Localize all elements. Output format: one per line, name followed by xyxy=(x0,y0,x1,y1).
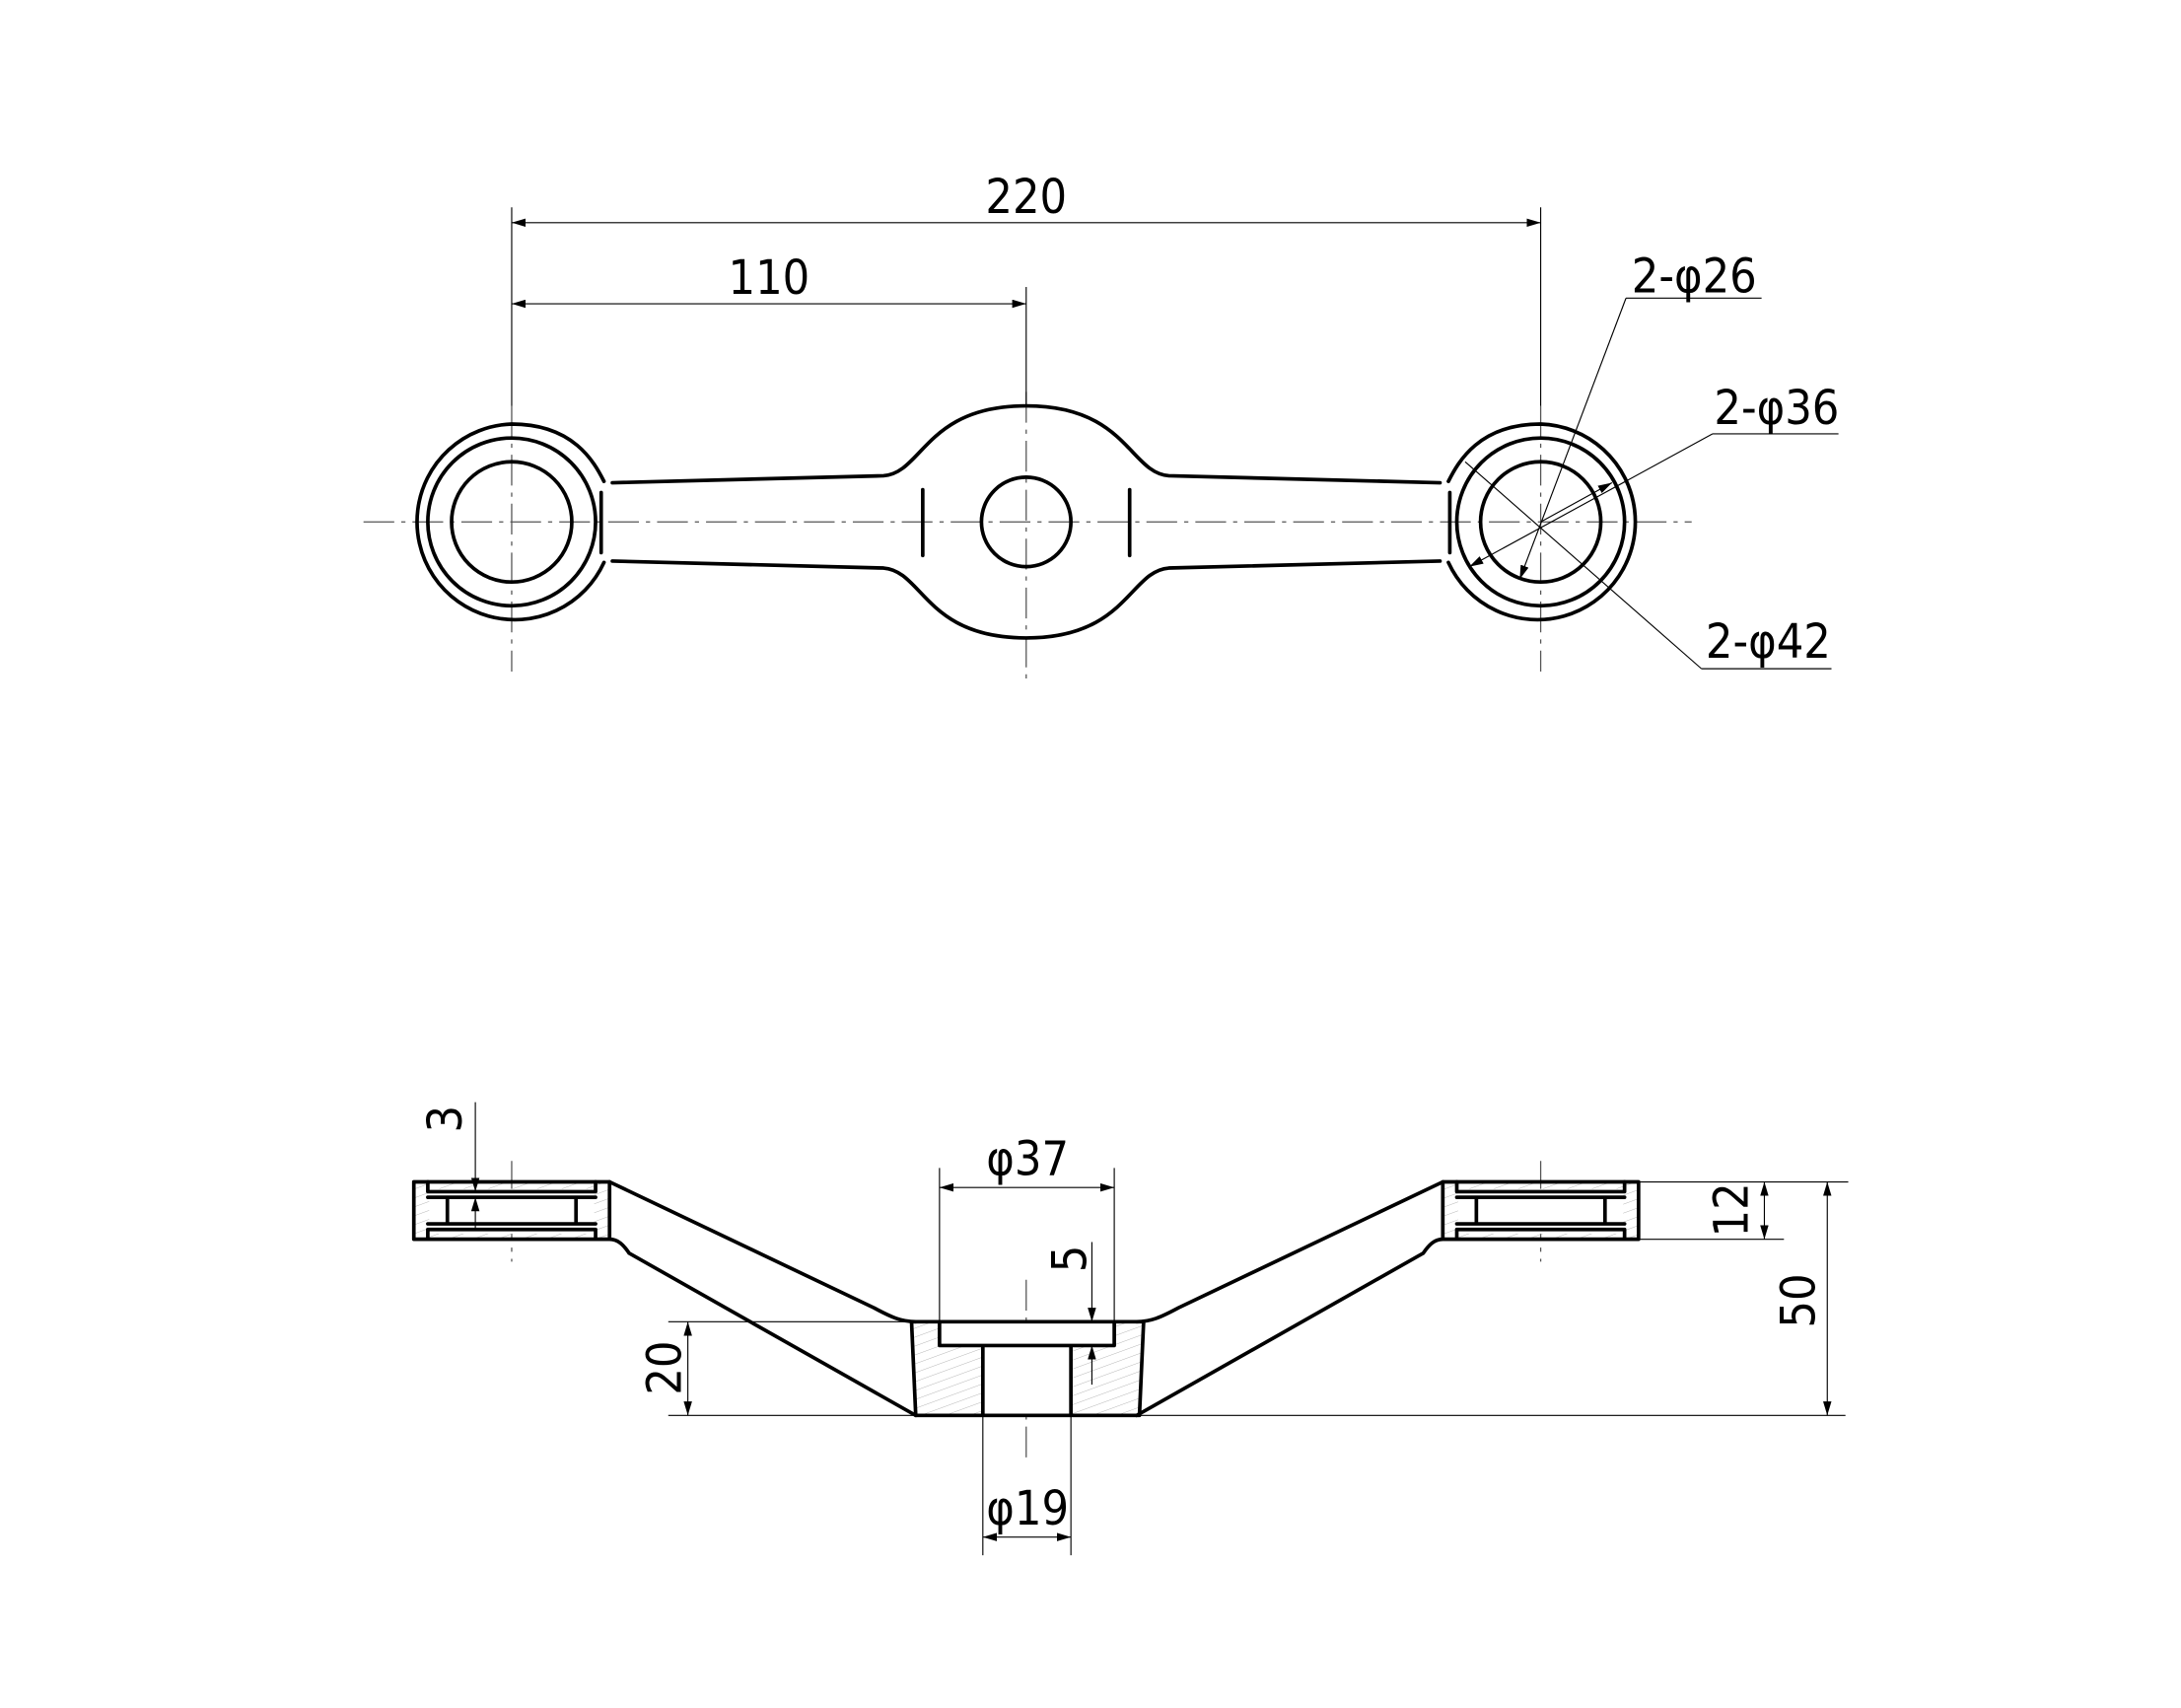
side-view: 3 φ37 5 20 φ19 12 50 xyxy=(411,1102,1849,1556)
dimension-220: 220 xyxy=(511,170,1542,406)
dimension-5: 5 xyxy=(1043,1242,1098,1386)
dim-110-label: 110 xyxy=(728,250,809,306)
callout-phi36-label: 2-φ36 xyxy=(1714,381,1839,436)
hub-section xyxy=(909,1319,1146,1418)
dimension-12: 12 xyxy=(1638,1180,1849,1241)
dimension-phi37: φ37 xyxy=(939,1131,1115,1322)
dimension-phi19: φ19 xyxy=(982,1415,1072,1556)
callout-phi26: 2-φ26 xyxy=(1518,249,1762,580)
right-eye xyxy=(1446,422,1638,622)
dim-5-label: 5 xyxy=(1043,1245,1098,1273)
dimension-110: 110 xyxy=(511,250,1027,406)
dim-3-label: 3 xyxy=(418,1105,473,1133)
dimension-3: 3 xyxy=(418,1102,480,1232)
dim-220-label: 220 xyxy=(985,170,1067,225)
top-view: 220 110 2-φ26 2-φ36 2-φ42 xyxy=(363,170,1839,686)
center-hole xyxy=(979,475,1073,569)
dim-phi19-label: φ19 xyxy=(986,1481,1069,1536)
dim-50-label: 50 xyxy=(1771,1273,1826,1327)
dim-12-label: 12 xyxy=(1704,1182,1759,1237)
dim-20-label: 20 xyxy=(638,1341,693,1395)
right-flange-section xyxy=(1441,1179,1641,1242)
left-flange-section xyxy=(411,1179,612,1242)
dim-phi37-label: φ37 xyxy=(986,1131,1069,1186)
callout-phi42-label: 2-φ42 xyxy=(1706,614,1831,670)
callout-phi36: 2-φ36 xyxy=(1468,381,1839,568)
callout-phi26-label: 2-φ26 xyxy=(1632,249,1757,305)
dimension-20: 20 xyxy=(638,1320,1846,1416)
left-eye xyxy=(415,422,606,622)
callout-phi42: 2-φ42 xyxy=(1464,461,1832,670)
dimension-50: 50 xyxy=(1771,1181,1832,1416)
